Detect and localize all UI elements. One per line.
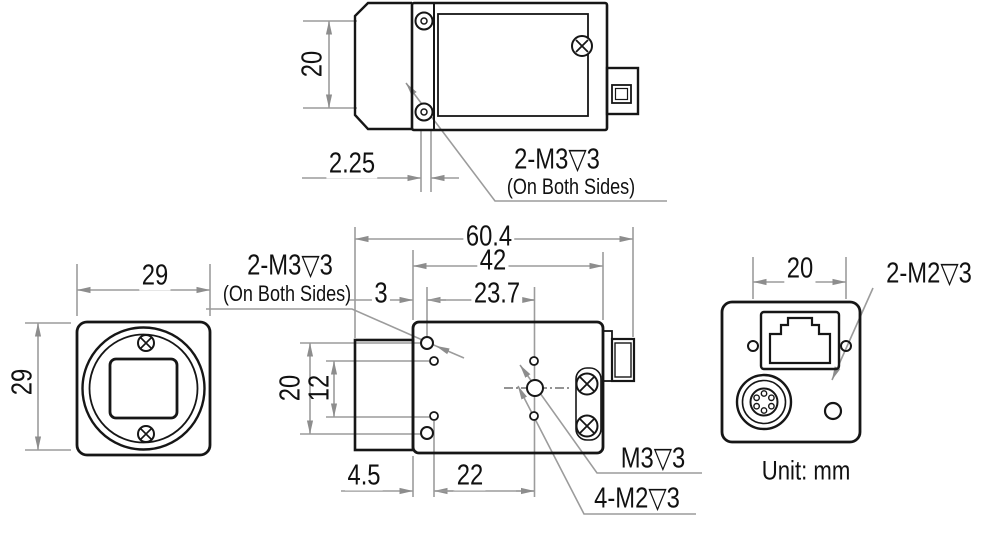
lens-barrel-top bbox=[353, 1, 412, 131]
camera-body-front bbox=[75, 320, 212, 457]
m3-mount-holes-icon bbox=[420, 336, 544, 440]
dim-m3-offset: 3 bbox=[371, 279, 391, 309]
camera-body-side bbox=[411, 320, 605, 455]
rear-screw-pocket bbox=[575, 367, 602, 441]
dim-front-height: 29 bbox=[6, 368, 39, 396]
power-connector bbox=[735, 373, 793, 431]
body-recess bbox=[437, 13, 589, 117]
lens-mount-ring bbox=[81, 326, 206, 451]
dim-m2-span: 22 bbox=[454, 461, 486, 491]
front-screws-icon bbox=[137, 334, 155, 443]
side-m3-hole-icon bbox=[414, 11, 434, 122]
label-top-m3: 2-M3▽3 bbox=[514, 143, 600, 176]
connector-pins-icon bbox=[753, 390, 775, 414]
front-view bbox=[75, 320, 212, 457]
label-top-m3-note: (On Both Sides) bbox=[506, 174, 636, 199]
m2-mount-holes-icon bbox=[429, 356, 539, 421]
dim-m3-height: 20 bbox=[274, 374, 307, 402]
top-view bbox=[353, 1, 640, 132]
rear-screws-icon bbox=[575, 372, 599, 438]
top-screw-icon bbox=[571, 35, 593, 57]
m2-holes-back-icon bbox=[747, 340, 852, 352]
side-connector bbox=[602, 330, 636, 383]
top-connector bbox=[605, 66, 640, 116]
label-m3-center: M3▽3 bbox=[620, 442, 686, 475]
label-side-m3: 2-M3▽3 bbox=[247, 249, 333, 282]
dim-m3-span: 23.7 bbox=[471, 279, 523, 309]
dim-front-width: 29 bbox=[139, 261, 171, 291]
label-4m2-holes: 4-M2▽3 bbox=[594, 482, 680, 515]
back-view bbox=[720, 300, 862, 444]
label-back-m2: 2-M2▽3 bbox=[886, 257, 972, 290]
dim-back-hole-spacing: 20 bbox=[784, 254, 816, 284]
side-view bbox=[353, 320, 636, 455]
rj45-port bbox=[759, 310, 841, 371]
camera-body-top bbox=[410, 1, 609, 132]
dim-m2-height: 12 bbox=[303, 374, 336, 402]
label-side-m3-note: (On Both Sides) bbox=[222, 281, 352, 306]
dim-top-lens-width: 20 bbox=[296, 50, 329, 78]
unit-note: Unit: mm bbox=[761, 455, 851, 486]
dim-m2-offset: 4.5 bbox=[345, 461, 383, 491]
dim-top-hole-offset: 2.25 bbox=[326, 149, 378, 179]
led-indicator bbox=[823, 401, 843, 421]
dim-body-length: 42 bbox=[477, 246, 509, 276]
sensor-opening bbox=[108, 357, 179, 420]
camera-body-back bbox=[720, 300, 862, 444]
